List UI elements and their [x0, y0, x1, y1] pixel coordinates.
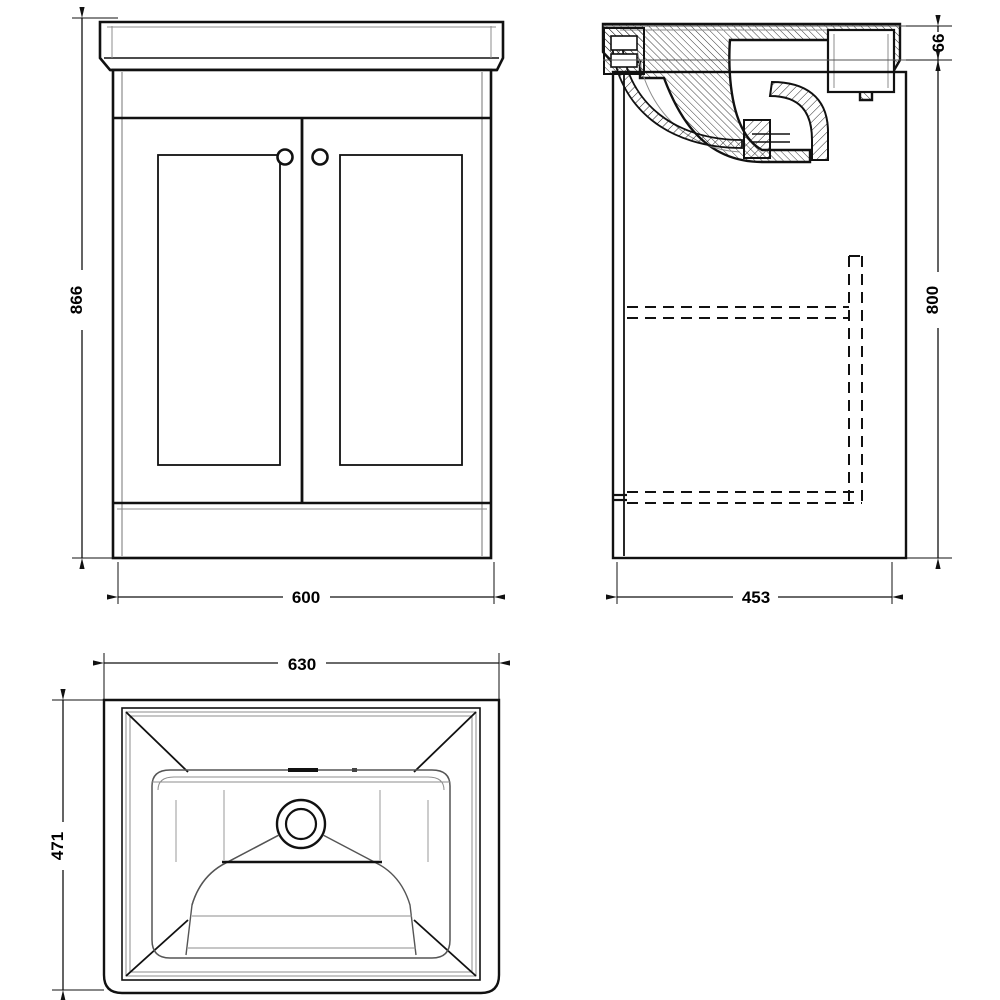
side-basin-height-label: 66: [929, 34, 948, 53]
plan-depth-dimension: 471: [48, 689, 104, 1000]
plan-bowl-slope-lines: [185, 834, 417, 956]
front-door-right-panel: [339, 154, 463, 466]
front-door-left-panel: [157, 154, 281, 466]
side-base-bracket: [613, 493, 627, 502]
front-plinth: [113, 501, 491, 510]
plan-bowl-detail-lines: [175, 790, 429, 862]
side-tap-rim: [603, 27, 645, 75]
plan-depth-label: 471: [48, 832, 67, 860]
side-height-label: 800: [923, 286, 942, 314]
side-basin-back: [826, 28, 896, 94]
front-worktop: [98, 20, 505, 72]
front-knob-left[interactable]: [276, 148, 294, 166]
side-section-view: 66 800 453: [601, 15, 952, 607]
front-knob-right[interactable]: [311, 148, 329, 166]
side-hidden-lines: [627, 255, 863, 504]
side-depth-label: 453: [742, 588, 770, 607]
plan-overflow-slot: [288, 768, 318, 772]
front-elevation-view: 866: [67, 7, 505, 607]
side-waste-fitting: [743, 119, 790, 159]
side-depth-dimension: 453: [606, 562, 903, 607]
plan-width-dimension: 630: [93, 653, 510, 700]
front-width-label: 600: [292, 588, 320, 607]
plan-basin-rim: [121, 707, 481, 981]
plan-tap-mark: [352, 768, 357, 772]
side-cabinet-body: [611, 70, 908, 560]
plan-bowl-aperture: [151, 769, 451, 959]
front-door-left[interactable]: [157, 154, 281, 466]
front-door-right[interactable]: [339, 154, 463, 466]
plan-view: 630 471: [48, 653, 510, 1000]
plan-tap-ledge: [152, 768, 450, 783]
plan-corner-mitres: [125, 711, 477, 977]
front-height-label: 866: [67, 286, 86, 314]
front-height-dimension: 866: [67, 7, 86, 569]
plan-bowl-base-line: [188, 860, 416, 949]
side-height-dimension: 800: [906, 49, 952, 569]
plan-drain-outlet: [275, 798, 327, 850]
plan-width-label: 630: [288, 655, 316, 674]
front-width-dimension: 600: [107, 562, 505, 607]
